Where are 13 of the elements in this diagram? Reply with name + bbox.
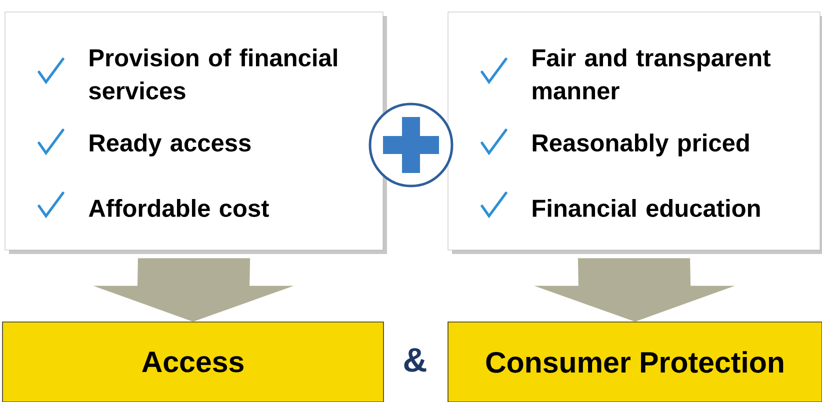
list-item: Financial education [532, 199, 760, 217]
list-item: Reasonably priced [532, 134, 749, 156]
checklist-box [4, 12, 387, 254]
list-item: Ready access [90, 134, 251, 156]
down-arrow [534, 258, 735, 322]
list-item: Fair and transparent manner [532, 48, 770, 100]
result-box: Access [2, 322, 384, 402]
list-item: Provision of financial services [89, 48, 337, 100]
down-arrow [93, 258, 294, 322]
list-item: Affordable cost [88, 199, 269, 217]
ampersand: & [404, 348, 426, 372]
checklist-box [448, 12, 822, 254]
result-box: Consumer Protection [448, 322, 822, 402]
